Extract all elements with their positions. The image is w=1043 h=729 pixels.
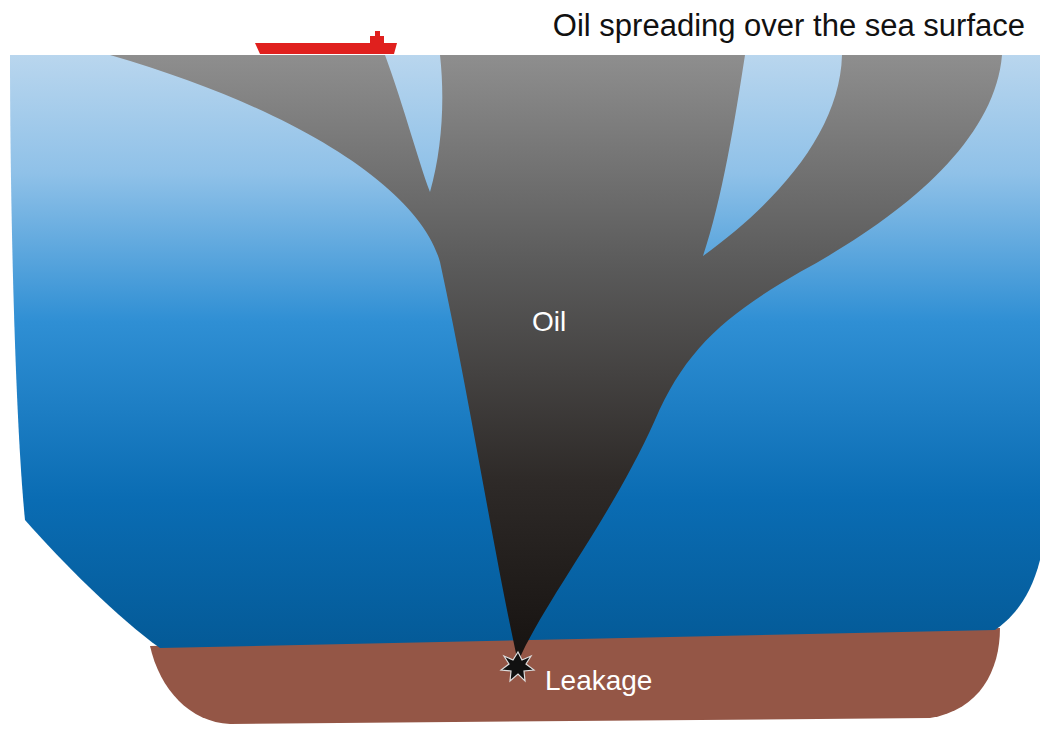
surface-caption: Oil spreading over the sea surface <box>553 8 1025 44</box>
ship <box>255 31 397 54</box>
oil-plume <box>110 55 1002 662</box>
leakage-label: Leakage <box>545 665 652 697</box>
leak-burst <box>501 652 534 681</box>
oil-label: Oil <box>532 306 566 338</box>
